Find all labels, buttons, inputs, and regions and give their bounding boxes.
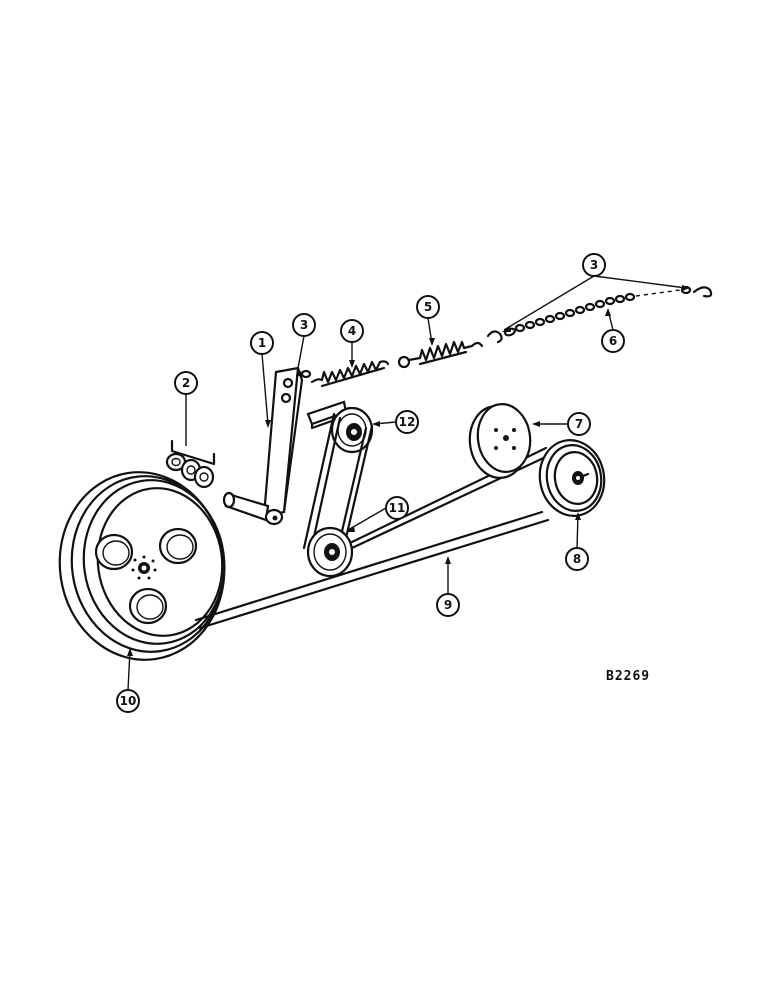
tension-spring xyxy=(310,360,390,388)
svg-text:7: 7 xyxy=(575,417,583,431)
turnbuckle-spring xyxy=(397,340,484,369)
svg-text:12: 12 xyxy=(399,415,416,429)
svg-text:3: 3 xyxy=(300,318,308,332)
callout-8: 8 xyxy=(565,547,589,571)
idler-arm xyxy=(222,366,304,526)
svg-text:6: 6 xyxy=(609,334,617,348)
svg-text:2: 2 xyxy=(182,376,190,390)
svg-text:11: 11 xyxy=(389,501,406,515)
lower-idler-pulley xyxy=(306,526,354,578)
callout-7: 7 xyxy=(567,412,591,436)
arrowheads xyxy=(127,285,690,656)
svg-text:10: 10 xyxy=(120,694,137,708)
disc-pulley xyxy=(468,403,532,479)
adjuster-chain xyxy=(486,285,713,344)
svg-text:5: 5 xyxy=(424,300,432,314)
short-idler-belt xyxy=(302,412,374,550)
callout-12: 12 xyxy=(395,410,419,434)
callout-3-chain: 3 xyxy=(582,253,606,277)
callout-1: 1 xyxy=(250,331,274,355)
callout-10: 10 xyxy=(116,689,140,713)
callout-9: 9 xyxy=(436,593,460,617)
svg-text:9: 9 xyxy=(444,598,452,612)
callout-4: 4 xyxy=(340,319,364,343)
svg-text:1: 1 xyxy=(258,336,266,350)
callout-6: 6 xyxy=(601,329,625,353)
callout-3-pin: 3 xyxy=(292,313,316,337)
large-pulley xyxy=(58,471,226,661)
reference-code: B2269 xyxy=(606,669,650,684)
washer-set xyxy=(165,439,216,489)
svg-text:3: 3 xyxy=(590,258,598,272)
drive-pulley xyxy=(538,439,606,517)
svg-text:8: 8 xyxy=(573,552,581,566)
svg-text:4: 4 xyxy=(348,324,356,338)
callout-2: 2 xyxy=(174,371,198,395)
callout-5: 5 xyxy=(416,295,440,319)
callout-11: 11 xyxy=(385,496,409,520)
